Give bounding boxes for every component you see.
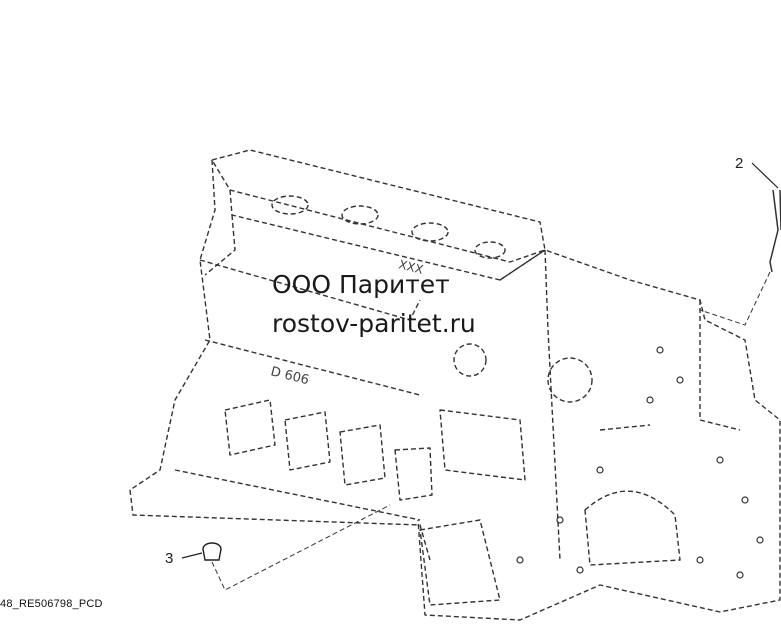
dipstick-tube: [769, 189, 781, 273]
casting-text-top: XXX: [397, 257, 424, 277]
leader-line-2: [751, 162, 779, 189]
leader-line-3: [181, 552, 203, 559]
watermark-url: rostov-paritet.ru: [272, 309, 476, 338]
callout-2: 2: [735, 155, 743, 172]
block-top-deck: [211, 149, 546, 263]
block-front-face: [417, 249, 781, 621]
block-left-face: [129, 159, 431, 561]
plug-part: [202, 542, 222, 561]
casting-text-side: D 606: [269, 364, 310, 388]
figure-caption: 48_RE506798_PCD: [0, 598, 103, 610]
callout-3: 3: [165, 550, 173, 567]
watermark-company: ООО Паритет: [272, 270, 450, 299]
